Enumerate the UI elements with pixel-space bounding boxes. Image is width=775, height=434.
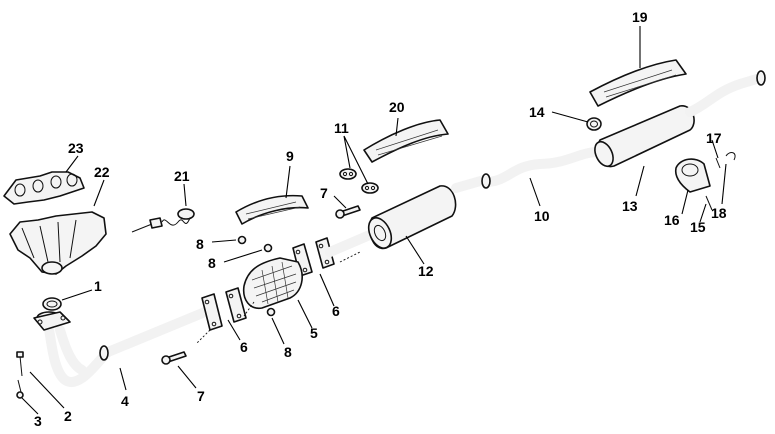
label-3: 3 (34, 413, 42, 429)
label-5: 5 (310, 325, 318, 341)
label-16: 16 (664, 212, 680, 228)
label-15: 15 (690, 219, 706, 235)
leader-lines (21, 26, 727, 415)
label-1: 1 (94, 278, 102, 294)
tailpipe (685, 70, 766, 117)
clamp-ring (586, 117, 602, 131)
seal-ring (42, 297, 62, 311)
label-21: 21 (174, 168, 190, 184)
rear-pipe (451, 147, 603, 193)
label-9: 9 (286, 148, 294, 164)
exhaust-manifold (9, 211, 107, 275)
label-2: 2 (64, 408, 72, 424)
part-labels: 1 2 3 4 5 6 6 7 7 8 8 8 9 10 11 12 13 14… (34, 9, 727, 429)
gasket-rear (292, 237, 335, 277)
label-22: 22 (94, 164, 110, 180)
bolt-upper (335, 205, 361, 219)
intermediate-pipe (325, 229, 377, 257)
label-7-lower: 7 (197, 388, 205, 404)
trim-clips (705, 152, 736, 211)
label-18: 18 (711, 205, 727, 221)
label-19: 19 (632, 9, 648, 25)
front-pipe-flange (33, 311, 71, 331)
label-6-rear: 6 (332, 303, 340, 319)
middle-muffler (367, 185, 457, 250)
label-11: 11 (334, 120, 349, 136)
rubber-hangers (339, 168, 379, 194)
gasket-front (201, 287, 247, 331)
heat-shield-19 (589, 59, 687, 107)
rear-muffler (594, 105, 695, 168)
label-20: 20 (389, 99, 405, 115)
catalytic-converter (242, 257, 303, 310)
heat-shield-20 (363, 119, 449, 163)
label-4: 4 (121, 393, 129, 409)
label-7-upper: 7 (320, 185, 328, 201)
stud-bolts (16, 351, 24, 399)
label-14: 14 (529, 104, 545, 120)
oxygen-sensor (131, 208, 195, 233)
label-8-middle: 8 (208, 255, 216, 271)
manifold-gasket (3, 171, 85, 205)
nut-left (237, 235, 276, 317)
front-pipe (36, 307, 210, 387)
label-6-front: 6 (240, 339, 248, 355)
tail-trim (674, 158, 711, 193)
label-8-lower: 8 (284, 344, 292, 360)
label-13: 13 (622, 198, 638, 214)
label-23: 23 (68, 140, 84, 156)
heat-shield-9 (235, 194, 309, 225)
label-8-upper: 8 (196, 236, 204, 252)
label-17: 17 (706, 130, 722, 146)
label-10: 10 (534, 208, 550, 224)
bolt-lower (161, 351, 187, 365)
label-12: 12 (418, 263, 434, 279)
